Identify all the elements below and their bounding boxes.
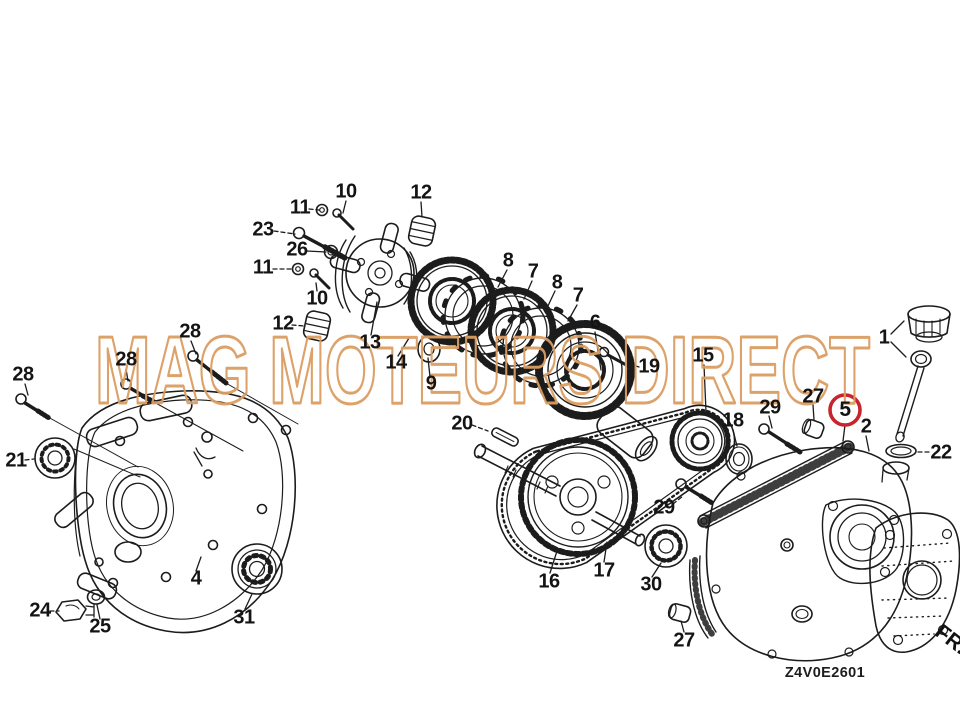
callout-8-b: 8 — [551, 271, 563, 294]
callout-12-a: 12 — [410, 181, 432, 204]
callout-11-b: 11 — [252, 256, 274, 279]
callout-15: 15 — [692, 344, 714, 367]
driven-sprocket-15-drawing — [669, 410, 731, 472]
bolts-29-drawing — [675, 423, 803, 506]
callout-12-b: 12 — [272, 312, 294, 335]
callout-28-a: 28 — [179, 320, 201, 343]
callout-27-a: 27 — [802, 385, 824, 408]
bearing-30-drawing — [644, 524, 688, 568]
callout-11-a: 11 — [289, 196, 311, 219]
callout-22: 22 — [930, 441, 952, 464]
callout-30: 30 — [640, 573, 662, 596]
callout-28-b: 28 — [115, 348, 137, 371]
callout-25: 25 — [89, 615, 111, 638]
callout-19: 19 — [638, 355, 660, 378]
dipstick-1-drawing — [895, 305, 951, 443]
flange-bolts-28-drawing — [15, 350, 229, 421]
diagram-code: Z4V0E2601 — [784, 665, 866, 681]
right-cover-drawing — [688, 440, 913, 662]
callout-1: 1 — [878, 326, 890, 349]
watermark-text: MAG MOTEURS DIRECT — [95, 317, 870, 424]
callout-23: 23 — [252, 218, 274, 241]
callout-6: 6 — [589, 311, 601, 334]
callout-4: 4 — [190, 567, 202, 590]
drain-bolt-24-drawing — [55, 599, 95, 622]
highlight-circle — [828, 393, 862, 427]
ball-bearing-31-drawing — [231, 543, 283, 595]
grommets-27-drawing — [667, 418, 825, 623]
callout-2: 2 — [860, 415, 872, 438]
dampers-12-drawing — [302, 215, 437, 342]
clutch-assembly-drawing — [329, 222, 658, 462]
callout-16: 16 — [538, 570, 560, 593]
callout-26: 26 — [286, 238, 308, 261]
callout-7-b: 7 — [572, 284, 584, 307]
washer-18-drawing — [725, 443, 753, 475]
callout-29-a: 29 — [653, 496, 675, 519]
callout-27-b: 27 — [673, 629, 695, 652]
output-bell-6-drawing — [596, 405, 658, 462]
washer-25-drawing — [86, 589, 106, 605]
clutch-drum-drawing — [535, 320, 635, 420]
friction-discs-drawing — [407, 256, 584, 389]
left-cover-drawing — [54, 390, 297, 634]
callout-28-c: 28 — [12, 363, 34, 386]
drive-sprocket-16-drawing — [518, 437, 638, 557]
bearing-21-drawing — [34, 437, 76, 479]
callout-8-a: 8 — [502, 249, 514, 272]
bolt-19-drawing — [598, 346, 632, 369]
callout-9: 9 — [425, 372, 437, 395]
callout-5-highlighted: 5 — [839, 398, 851, 421]
callout-13: 13 — [359, 331, 381, 354]
callout-17: 17 — [593, 559, 615, 582]
callout-18: 18 — [722, 409, 744, 432]
callout-21: 21 — [5, 449, 27, 472]
callout-14: 14 — [385, 351, 407, 374]
oring-22-drawing — [885, 443, 917, 459]
leader-lines — [24, 200, 930, 633]
callout-29-b: 29 — [759, 396, 781, 419]
filler-neck-drawing — [881, 461, 910, 483]
side-plate-gasket-drawing — [869, 512, 960, 653]
studs-10-drawing — [309, 208, 355, 290]
callout-20: 20 — [451, 412, 473, 435]
callout-10-a: 10 — [335, 180, 357, 203]
callout-31: 31 — [233, 606, 255, 629]
callout-24: 24 — [29, 599, 51, 622]
key-20-drawing — [491, 427, 519, 447]
callout-7-a: 7 — [527, 260, 539, 283]
callout-10-b: 10 — [306, 287, 328, 310]
